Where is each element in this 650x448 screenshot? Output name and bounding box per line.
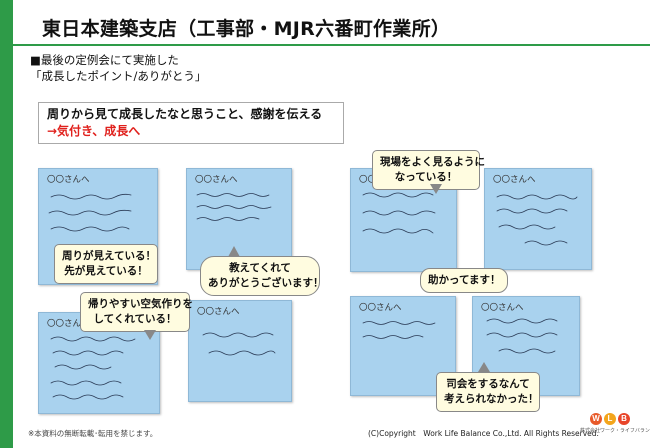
- speech-bubble-6: 司会をするなんて 考えられなかった！: [436, 372, 540, 412]
- speech-bubble-3-tail: [228, 246, 240, 257]
- logo-letter-l: L: [604, 413, 616, 425]
- intro-line-1: ■最後の定例会にて実施した: [30, 53, 179, 67]
- speech-bubble-2: 帰りやすい空気作りを してくれている！: [80, 292, 193, 332]
- handwriting-scribble: [50, 336, 136, 400]
- logo-caption: 株式会社ワーク・ライフバランス: [580, 428, 650, 434]
- sticky-note-4: 〇〇さんへ: [484, 168, 592, 270]
- speech-bubble-2-tail: [144, 330, 156, 340]
- callout-line-1: 周りから見て成長したなと思うこと、感謝を伝える: [47, 107, 323, 121]
- copyright-text: (C)Copyright Work Life Balance Co.,Ltd. …: [368, 429, 599, 438]
- callout-box: 周りから見て成長したなと思うこと、感謝を伝える →気付き、成長へ: [38, 102, 344, 144]
- note-addressee: 〇〇さんへ: [47, 319, 90, 329]
- handwriting-scribble: [362, 321, 436, 339]
- speech-bubble-1: 周りが見えている！ 先が見えている！: [54, 244, 158, 284]
- sticky-note-6: 〇〇さんへ: [188, 300, 292, 402]
- bullet-square-icon: ■: [30, 53, 41, 67]
- speech-bubble-5: 助かってます！: [420, 268, 508, 293]
- note-addressee: 〇〇さんへ: [47, 175, 90, 185]
- note-addressee: 〇〇さんへ: [493, 175, 536, 185]
- logo-letter-w: W: [590, 413, 602, 425]
- title-divider: [13, 44, 650, 46]
- handwriting-scribble: [48, 193, 132, 232]
- logo-letter-b: B: [618, 413, 630, 425]
- handwriting-scribble: [196, 193, 272, 221]
- footer-notice: ※本資料の無断転載･転用を禁じます。: [28, 429, 158, 438]
- intro-line-2: 「成長したポイント/ありがとう」: [30, 69, 207, 83]
- wlb-logo: W L B 株式会社ワーク・ライフバランス: [580, 413, 650, 443]
- note-addressee: 〇〇さんへ: [197, 307, 240, 317]
- speech-bubble-4-tail: [430, 184, 442, 194]
- handwriting-scribble: [496, 194, 578, 246]
- handwriting-scribble: [202, 332, 276, 356]
- handwriting-scribble: [362, 192, 436, 234]
- note-addressee: 〇〇さんへ: [195, 175, 238, 185]
- intro-text: ■最後の定例会にて実施した 「成長したポイント/ありがとう」: [30, 52, 206, 84]
- note-addressee: 〇〇さんへ: [359, 303, 402, 313]
- callout-line-2: →気付き、成長へ: [47, 124, 141, 138]
- note-addressee: 〇〇さんへ: [481, 303, 524, 313]
- handwriting-scribble: [486, 318, 558, 354]
- speech-bubble-3: 教えてくれて ありがとうございます！: [200, 256, 324, 296]
- speech-bubble-4: 現場をよく見るように なっている！: [372, 150, 485, 190]
- page-title: 東日本建築支店（工事部・MJR六番町作業所）: [42, 18, 451, 40]
- speech-bubble-6-tail: [478, 362, 490, 372]
- green-sidebar-bar: [0, 0, 13, 448]
